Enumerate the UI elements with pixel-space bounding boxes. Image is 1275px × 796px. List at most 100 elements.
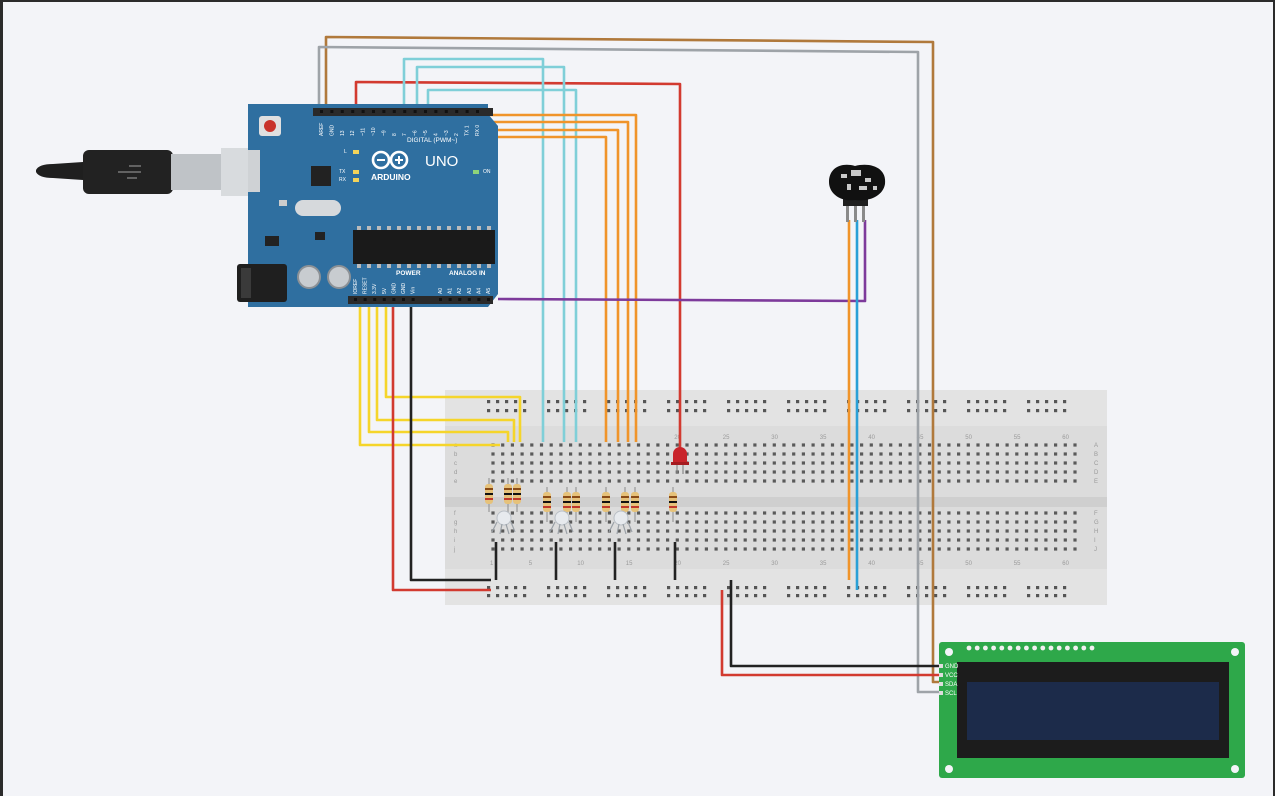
rgb-led-icon[interactable] bbox=[608, 510, 633, 535]
power-jack bbox=[237, 264, 287, 302]
usb-chip bbox=[311, 166, 331, 186]
wire-brown[interactable] bbox=[324, 35, 940, 684]
power-label: POWER bbox=[396, 270, 421, 277]
pin-label: 4 bbox=[433, 133, 439, 136]
breadboard-center-channel bbox=[445, 497, 1107, 507]
tx-label: TX bbox=[339, 169, 346, 175]
column-number: 40 bbox=[868, 435, 875, 441]
lcd-pin-label: SDA bbox=[945, 682, 957, 688]
pin-label: RESET bbox=[363, 277, 369, 294]
column-number: 50 bbox=[965, 561, 972, 567]
row-label: I bbox=[1094, 538, 1096, 544]
wire-red-lcd[interactable] bbox=[720, 590, 940, 677]
pin-label: GND bbox=[391, 283, 397, 295]
column-number: 5 bbox=[529, 561, 533, 567]
wire-cyan-2[interactable] bbox=[415, 65, 566, 442]
column-number: 45 bbox=[917, 435, 924, 441]
pin-label: ~10 bbox=[371, 127, 377, 136]
pin-label: A3 bbox=[467, 288, 473, 294]
resistor-icon[interactable] bbox=[631, 487, 639, 522]
l-label: L bbox=[344, 149, 347, 155]
row-label: c bbox=[454, 461, 457, 467]
pin-label: 7 bbox=[402, 133, 408, 136]
pin-label: ~3 bbox=[444, 130, 450, 136]
pulse-sensor-icon[interactable] bbox=[829, 164, 886, 222]
row-label: H bbox=[1094, 529, 1098, 535]
row-label: j bbox=[453, 547, 455, 553]
column-number: 10 bbox=[577, 561, 584, 567]
pin-label: 8 bbox=[392, 133, 398, 136]
row-label: f bbox=[454, 511, 456, 517]
resistor-icon[interactable] bbox=[602, 487, 610, 522]
column-number: 30 bbox=[771, 561, 778, 567]
pin-label: AREF bbox=[319, 123, 325, 136]
wire-red-5v[interactable] bbox=[391, 302, 491, 592]
column-number: 35 bbox=[820, 561, 827, 567]
row-label: A bbox=[1094, 443, 1098, 449]
column-number: 60 bbox=[1062, 561, 1069, 567]
resistor-icon[interactable] bbox=[504, 478, 512, 512]
wire-red-led[interactable] bbox=[354, 80, 682, 455]
wire-cyan-1[interactable] bbox=[402, 57, 545, 442]
lcd-pin-label: GND bbox=[945, 664, 959, 670]
pin-label: ~11 bbox=[361, 128, 367, 136]
arduino-logo-text: ARDUINO bbox=[371, 172, 411, 182]
row-label: J bbox=[1094, 547, 1097, 553]
pin-label: 3.3V bbox=[372, 283, 378, 294]
pin-label: A4 bbox=[476, 288, 482, 294]
arduino-uno-board[interactable]: ARDUINO UNO DIGITAL (PWM~) POWER ANALOG … bbox=[237, 104, 498, 307]
pin-label: ~5 bbox=[423, 130, 429, 136]
capacitor bbox=[327, 265, 351, 289]
led-icon[interactable] bbox=[671, 447, 689, 474]
pin-label: A5 bbox=[486, 288, 492, 294]
column-number: 30 bbox=[771, 435, 778, 441]
reset-button-icon[interactable] bbox=[259, 116, 281, 136]
digital-label: DIGITAL (PWM~) bbox=[407, 137, 457, 144]
rgb-led-icon[interactable] bbox=[491, 510, 516, 535]
column-number: 35 bbox=[820, 435, 827, 441]
column-number: 15 bbox=[626, 561, 633, 567]
capacitor bbox=[297, 265, 321, 289]
resistor-icon[interactable] bbox=[543, 487, 551, 522]
pin-label: GND bbox=[329, 125, 335, 137]
row-label: d bbox=[454, 470, 457, 476]
pin-label: 2 bbox=[454, 133, 460, 136]
lcd-pin-label: SCL bbox=[945, 691, 957, 697]
column-number: 20 bbox=[674, 561, 681, 567]
column-number: 55 bbox=[1014, 435, 1021, 441]
resistor-icon[interactable] bbox=[669, 487, 677, 522]
row-label: D bbox=[1094, 470, 1099, 476]
board-model: UNO bbox=[425, 153, 458, 170]
arduino-logo-icon bbox=[371, 150, 409, 170]
on-label: ON bbox=[483, 169, 491, 175]
row-label: B bbox=[1094, 452, 1098, 458]
wire-black-lcd[interactable] bbox=[729, 580, 940, 668]
pin-label: 13 bbox=[340, 130, 346, 136]
column-number: 20 bbox=[674, 435, 681, 441]
resistor-icon[interactable] bbox=[513, 478, 521, 512]
pin-label: RX 0 bbox=[475, 125, 481, 136]
column-number: 55 bbox=[1014, 561, 1021, 567]
wire-gray[interactable] bbox=[317, 45, 940, 694]
row-label: g bbox=[454, 520, 457, 526]
row-label: b bbox=[454, 452, 458, 458]
usb-plug-icon[interactable] bbox=[36, 148, 285, 196]
rgb-led-icon[interactable] bbox=[549, 510, 574, 535]
wire-cyan-3[interactable] bbox=[426, 88, 578, 442]
wire-black-gnd[interactable] bbox=[409, 302, 491, 582]
pin-label: A0 bbox=[438, 288, 444, 294]
resistor-icon[interactable] bbox=[485, 478, 493, 512]
resistor-icon[interactable] bbox=[572, 487, 580, 522]
wire-purple[interactable] bbox=[497, 220, 867, 303]
breadboard-components bbox=[485, 447, 689, 535]
pin-label: IOREF bbox=[353, 279, 359, 294]
wires bbox=[317, 35, 940, 694]
pin-label: 12 bbox=[350, 130, 356, 136]
row-label: E bbox=[1094, 479, 1098, 485]
